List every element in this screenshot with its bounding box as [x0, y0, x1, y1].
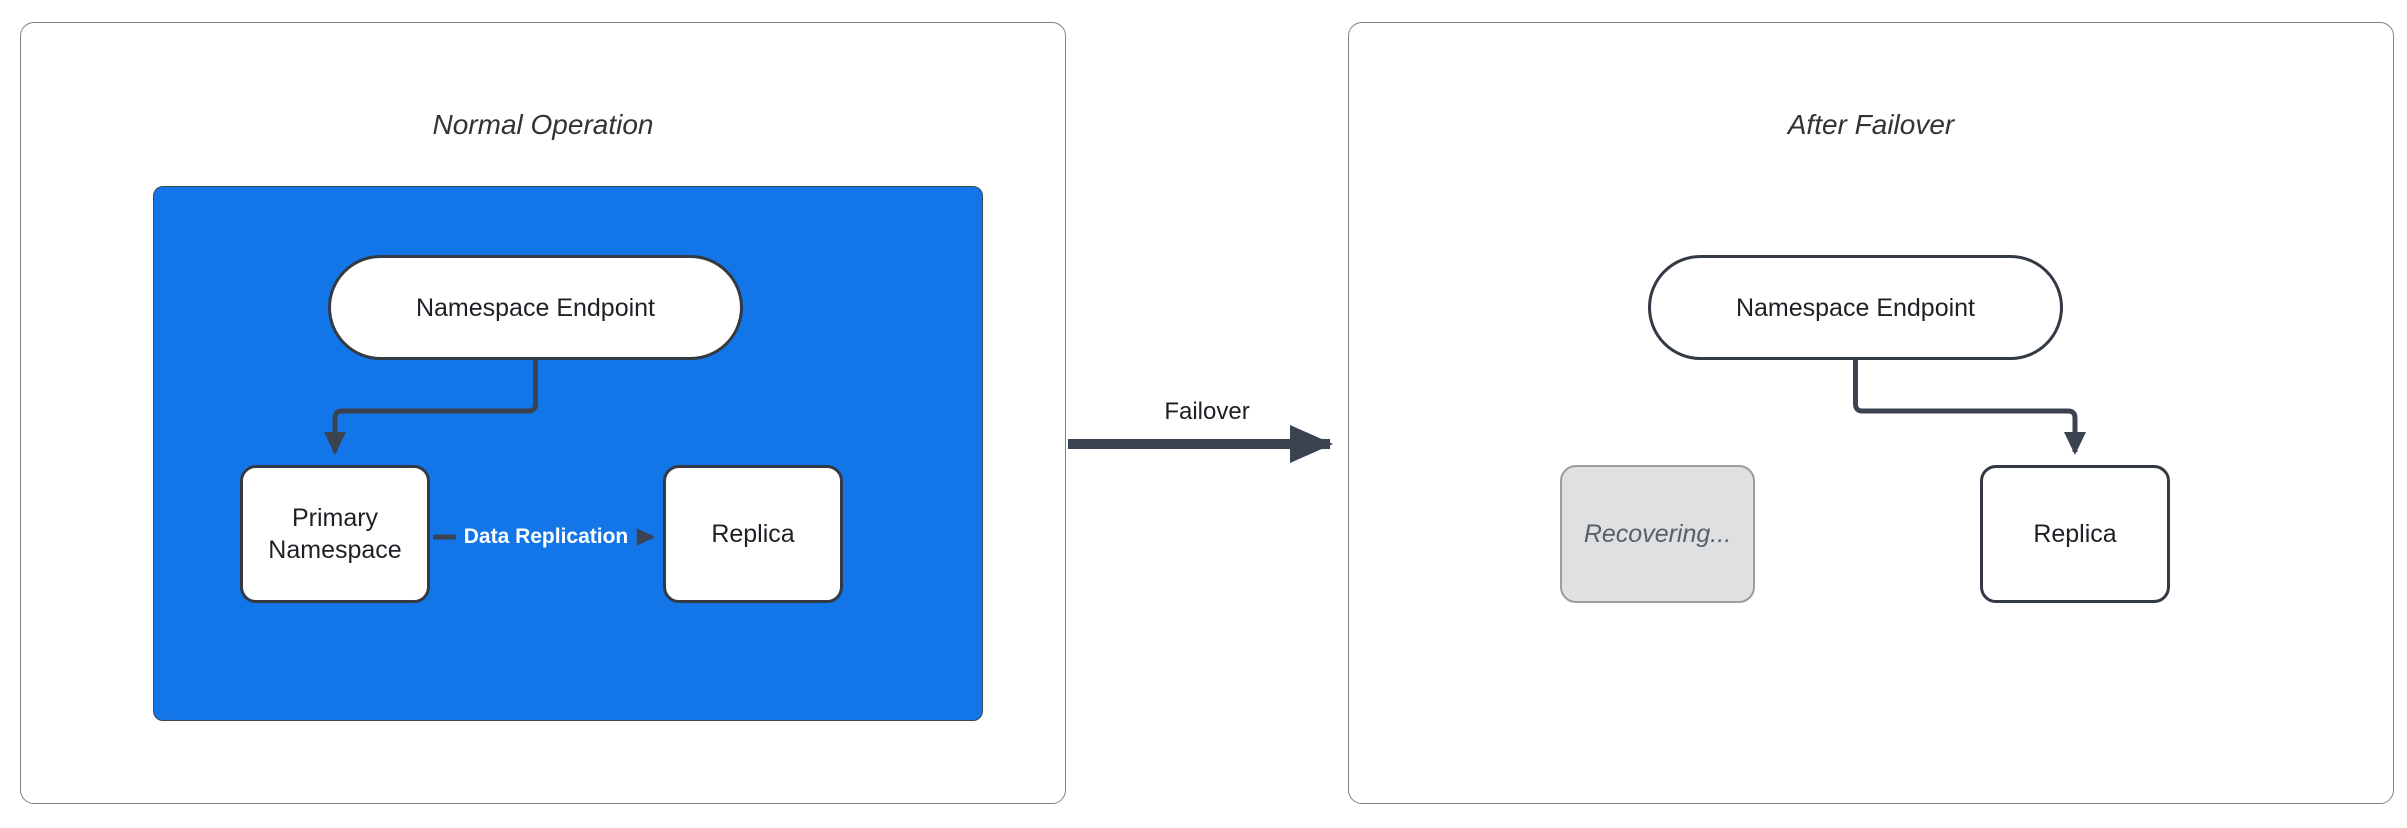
node-label: Replica — [711, 520, 795, 548]
node-namespace-endpoint-failover: Namespace Endpoint — [1648, 255, 2063, 360]
panel-title-after-failover: After Failover — [1787, 109, 1955, 140]
node-label: Primary Namespace — [268, 504, 402, 564]
panel-title-normal-operation: Normal Operation — [432, 109, 654, 140]
node-recovering: Recovering... — [1560, 465, 1755, 603]
node-label: Namespace Endpoint — [1735, 293, 1976, 322]
node-replica-failover: Replica — [1980, 465, 2170, 603]
panel-after-failover: After Failover — [1348, 22, 2394, 804]
panel-normal-operation: Normal Operation — [20, 22, 1066, 804]
node-label: Recovering... — [1583, 520, 1732, 548]
node-label: Namespace Endpoint — [415, 293, 656, 322]
node-primary-namespace: Primary Namespace — [240, 465, 430, 603]
node-namespace-endpoint-normal: Namespace Endpoint — [328, 255, 743, 360]
node-replica-normal: Replica — [663, 465, 843, 603]
edge-label-data-replication: Data Replication — [455, 522, 637, 552]
failover-arrow-label: Failover — [1164, 398, 1250, 425]
node-label: Replica — [2033, 520, 2117, 548]
